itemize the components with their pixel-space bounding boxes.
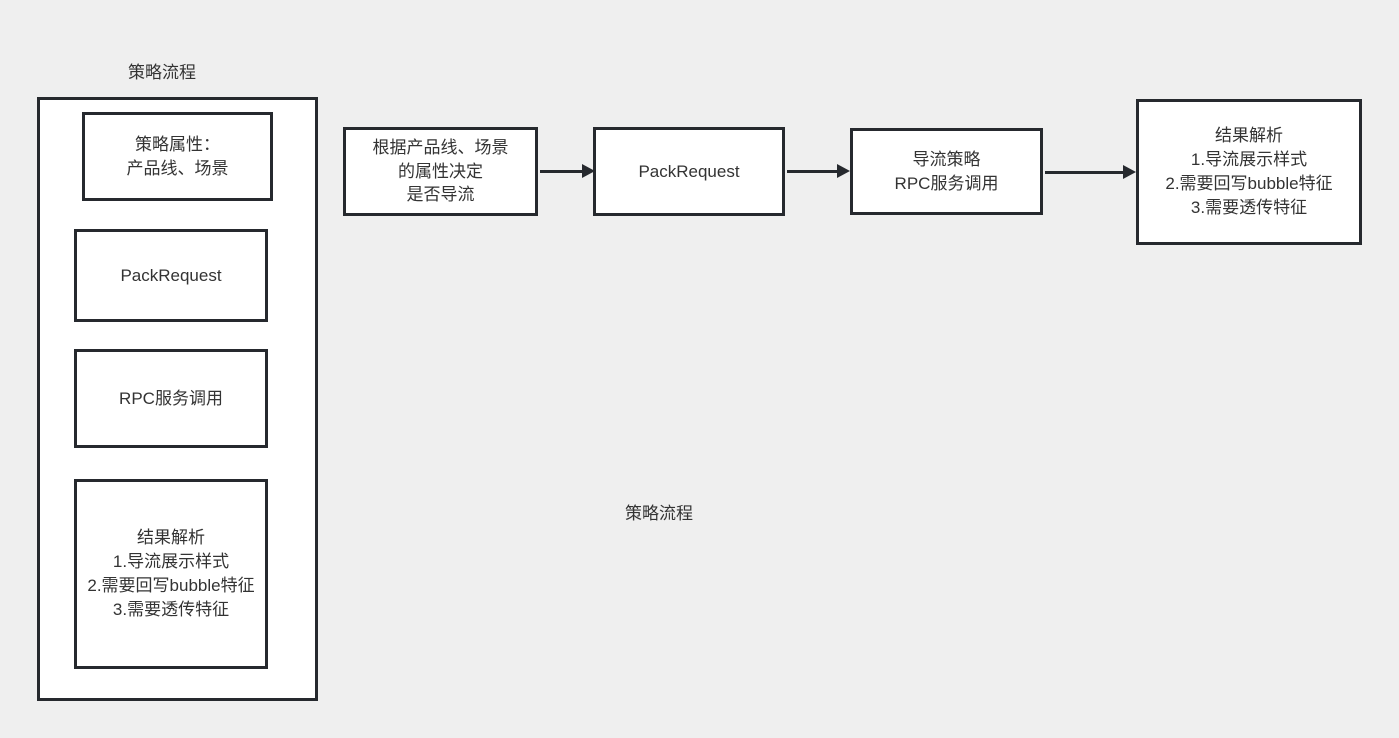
arrow-rpc-to-result — [1045, 165, 1136, 179]
node-result-parsing-left: 结果解析 1.导流展示样式 2.需要回写bubble特征 3.需要透传特征 — [74, 479, 268, 669]
node-strategy-attributes: 策略属性： 产品线、场景 — [82, 112, 273, 201]
mid-label-strategy-flow: 策略流程 — [625, 504, 693, 523]
arrow-decide-to-packrequest — [540, 164, 595, 178]
node-result-parsing-flow: 结果解析 1.导流展示样式 2.需要回写bubble特征 3.需要透传特征 — [1136, 99, 1362, 245]
node-diversion-strategy-rpc: 导流策略 RPC服务调用 — [850, 128, 1043, 215]
arrow-packrequest-to-rpc — [787, 164, 850, 178]
node-pack-request-left: PackRequest — [74, 229, 268, 322]
node-decide-diversion: 根据产品线、场景 的属性决定 是否导流 — [343, 127, 538, 216]
group-title-strategy-flow: 策略流程 — [128, 63, 196, 82]
node-rpc-service-call-left: RPC服务调用 — [74, 349, 268, 448]
node-pack-request-flow: PackRequest — [593, 127, 785, 216]
